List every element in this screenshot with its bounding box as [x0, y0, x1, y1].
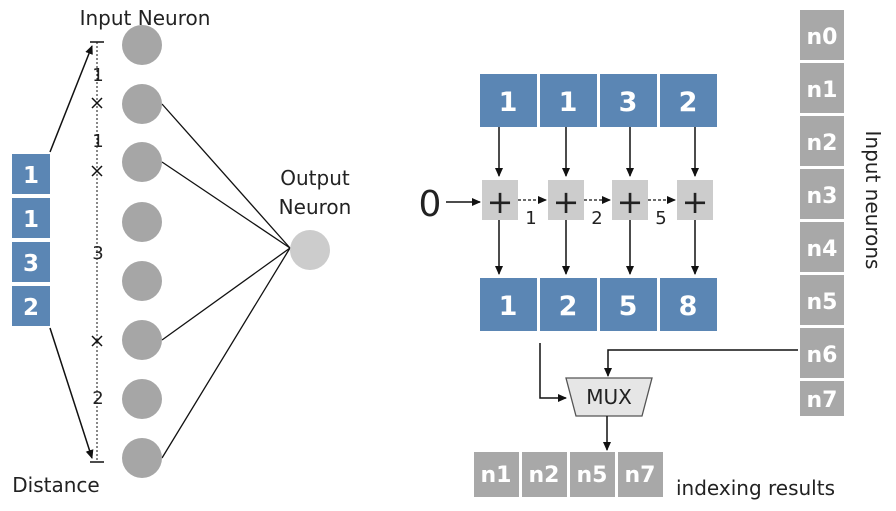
distance-row: 1 1 3 2	[480, 74, 717, 127]
output-neuron	[290, 230, 330, 270]
input-neuron-box	[800, 169, 844, 219]
partial-sum-label: 5	[655, 208, 666, 229]
top-box-0	[480, 74, 537, 127]
partial-sum-label: 1	[525, 208, 536, 229]
input-neuron-box	[800, 275, 844, 325]
distance-box-column: 1 1 3 2	[12, 154, 50, 326]
input-neuron-box	[800, 63, 844, 113]
plus-icon: +	[487, 183, 514, 221]
distance-box-2	[12, 242, 50, 282]
top-box-value: 3	[619, 87, 638, 118]
distance-box-value: 1	[23, 163, 39, 189]
top-box-value: 1	[499, 87, 518, 118]
cumulative-row: 1 2 5 8	[480, 278, 717, 331]
input-neuron-id: n5	[807, 290, 838, 315]
input-neuron-box	[800, 222, 844, 272]
output-neuron-label-line2: Neuron	[279, 195, 352, 219]
mux-block	[565, 377, 653, 417]
result-box	[522, 452, 567, 497]
input-neurons-column: n0 n1 n2 n3 n4 n5 n6 n7	[800, 10, 844, 416]
distance-box-0	[12, 154, 50, 194]
arrow-to-top	[49, 45, 93, 153]
input-neuron-column	[122, 25, 162, 478]
bottom-box-value: 2	[559, 291, 578, 322]
input-neuron-box	[800, 116, 844, 166]
input-neuron-id: n2	[807, 131, 838, 156]
bottom-box-1	[540, 278, 597, 331]
input-neuron-id: n1	[807, 78, 838, 103]
adder-box	[548, 180, 584, 220]
partial-sum-label: 2	[591, 208, 602, 229]
neuron-connections	[161, 103, 291, 459]
result-box	[570, 452, 615, 497]
bottom-box-2	[600, 278, 657, 331]
top-box-1	[540, 74, 597, 127]
right-panel: 1 1 3 2 0 + + + +	[419, 10, 885, 500]
input-neuron	[122, 438, 162, 478]
select-arrow	[539, 343, 567, 402]
result-box	[618, 452, 663, 497]
ruler-distance-label: 2	[92, 388, 103, 409]
ruler-distance-label: 1	[92, 65, 103, 86]
input-neurons-label: Input neurons	[861, 131, 885, 270]
plus-icon: +	[682, 183, 709, 221]
input-neuron-id: n4	[807, 237, 838, 262]
adder-box	[677, 180, 713, 220]
ruler-distance-label: 3	[92, 243, 103, 264]
distance-box-value: 2	[23, 295, 39, 321]
top-to-adder-arrows	[495, 127, 699, 177]
result-value: n5	[577, 463, 608, 488]
results-row: n1 n2 n5 n7	[474, 452, 663, 497]
top-box-value: 2	[679, 87, 698, 118]
result-value: n2	[529, 463, 560, 488]
distance-label: Distance	[12, 473, 99, 497]
result-value: n7	[625, 463, 656, 488]
bottom-box-3	[660, 278, 717, 331]
top-box-value: 1	[559, 87, 578, 118]
indexing-results-label: indexing results	[676, 476, 835, 500]
adder-box	[482, 180, 518, 220]
input-neuron	[122, 379, 162, 419]
ruler-distance-label: 1	[92, 131, 103, 152]
input-neuron	[122, 320, 162, 360]
left-panel: Input Neuron Output Neuron Distance 1 1 …	[12, 6, 351, 497]
top-box-2	[600, 74, 657, 127]
mux-label: MUX	[586, 385, 632, 409]
plus-icon: +	[553, 183, 580, 221]
plus-icon: +	[617, 183, 644, 221]
adder-box	[612, 180, 648, 220]
bottom-box-0	[480, 278, 537, 331]
input-neuron	[122, 142, 162, 182]
bottom-box-value: 8	[679, 291, 698, 322]
adder-to-bottom-arrows	[495, 220, 699, 275]
output-neuron-label-line1: Output	[280, 166, 350, 190]
bottom-box-value: 1	[499, 291, 518, 322]
distance-ruler: 1 1 3 2	[90, 41, 104, 463]
distance-box-value: 1	[23, 207, 39, 233]
input-neuron-id: n6	[807, 343, 838, 368]
input-neuron-id: n3	[807, 184, 838, 209]
input-neuron	[122, 202, 162, 242]
zero-input: 0	[419, 184, 442, 225]
input-neuron-id: n0	[807, 25, 838, 50]
result-box	[474, 452, 519, 497]
input-neuron-box	[800, 381, 844, 416]
input-neuron	[122, 84, 162, 124]
input-neuron-box	[800, 10, 844, 60]
distance-box-3	[12, 286, 50, 326]
adder-row: + + + +	[482, 180, 713, 221]
top-box-3	[660, 74, 717, 127]
input-neuron	[122, 25, 162, 65]
input-neuron-box	[800, 328, 844, 378]
input-neuron	[122, 261, 162, 301]
bottom-box-value: 5	[619, 291, 638, 322]
distance-box-value: 3	[23, 251, 39, 277]
input-neuron-id: n7	[807, 388, 838, 413]
neuron-input-arrow	[604, 349, 798, 377]
arrow-to-bottom	[49, 327, 94, 459]
distance-box-1	[12, 198, 50, 238]
result-value: n1	[481, 463, 512, 488]
